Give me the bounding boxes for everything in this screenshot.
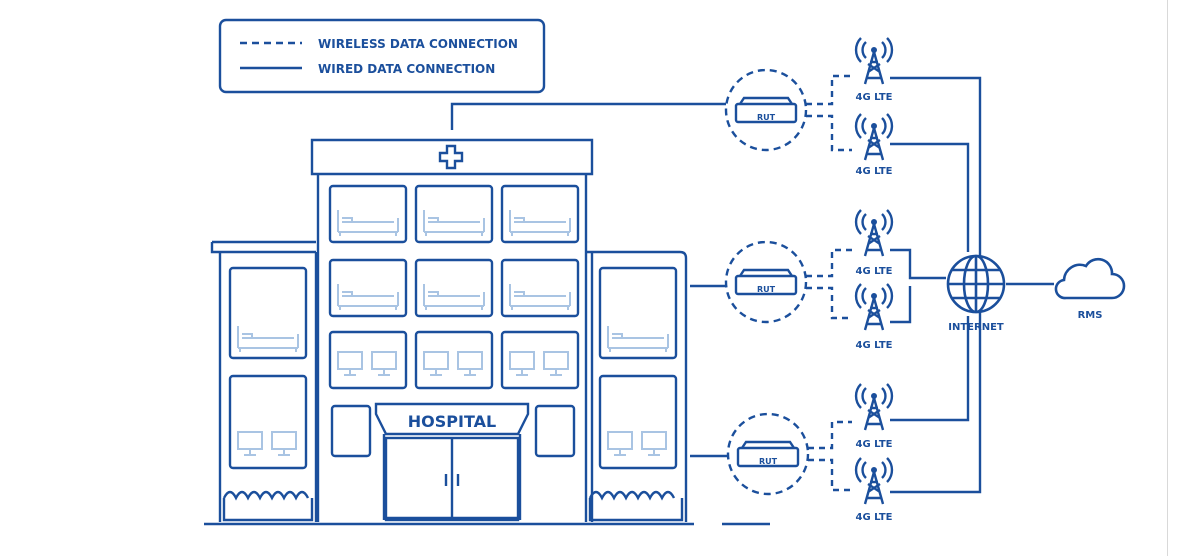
tower-label: 4G LTE: [855, 439, 892, 450]
tower-label: 4G LTE: [855, 92, 892, 103]
window: [228, 266, 308, 360]
bed-icon: [237, 325, 299, 353]
window: [328, 258, 408, 318]
right-wing: [586, 250, 688, 522]
bed-icon: [509, 209, 571, 237]
center-tower: [316, 174, 588, 522]
bushes-left: [222, 490, 314, 522]
monitor-icon: [237, 431, 263, 456]
wired-link-tower-1: [890, 76, 982, 270]
window: [500, 258, 580, 318]
hospital-building: [204, 138, 770, 526]
window: [598, 266, 678, 360]
legend-wireless-label: WIRELESS DATA CONNECTION: [318, 37, 518, 51]
window: [534, 404, 576, 458]
legend-wired-label: WIRED DATA CONNECTION: [318, 62, 495, 76]
internet-label: INTERNET: [948, 322, 1004, 333]
router-2-range: [724, 240, 808, 324]
wired-link-tower-2: [890, 142, 970, 252]
legend-box: [218, 18, 546, 94]
tower-label: 4G LTE: [855, 512, 892, 523]
bed-icon: [607, 325, 669, 353]
router-2: RUT: [724, 240, 808, 324]
window: [598, 374, 678, 470]
bed-icon: [337, 283, 399, 311]
wired-link-tower-3: [890, 248, 946, 280]
page-edge-divider: [1167, 0, 1168, 556]
tower-label: 4G LTE: [855, 166, 892, 177]
antenna-tower-icon: [854, 112, 894, 162]
window: [328, 330, 408, 390]
wireless-link-group-2: [806, 248, 852, 320]
router-3-range: [726, 412, 810, 496]
router-2-label: RUT: [757, 285, 776, 294]
router-3-label: RUT: [759, 457, 778, 466]
wireless-link-group-1: [806, 74, 852, 152]
monitor-icon: [371, 351, 397, 376]
wired-link-tower-6: [890, 304, 982, 494]
wireless-links: [806, 74, 852, 492]
antenna-tower-icon: [854, 456, 894, 506]
monitor-icon: [423, 351, 449, 376]
antenna-tower-icon: [854, 36, 894, 86]
left-wing: [210, 240, 318, 522]
bed-icon: [423, 209, 485, 237]
monitor-icon: [641, 431, 667, 456]
wireless-link-group-3: [808, 420, 852, 492]
wired-link-router-1: [450, 102, 726, 130]
antenna-tower-icon: [854, 382, 894, 432]
window: [414, 258, 494, 318]
window: [500, 330, 580, 390]
router-1-label: RUT: [757, 113, 776, 122]
cloud-node: RMS: [1054, 257, 1126, 321]
entrance-sign-board: [374, 402, 530, 436]
cloud-label: RMS: [1078, 310, 1103, 321]
internet-node: INTERNET: [946, 254, 1006, 333]
bed-icon: [509, 283, 571, 311]
wired-links-internet: [890, 76, 1054, 494]
monitor-icon: [271, 431, 297, 456]
wired-link-tower-4: [890, 286, 912, 324]
hospital-sign: HOSPITAL: [408, 412, 496, 431]
monitor-icon: [337, 351, 363, 376]
monitor-icon: [509, 351, 535, 376]
window: [414, 330, 494, 390]
window: [500, 184, 580, 244]
router-3: RUT: [726, 412, 810, 496]
towers: 4G LTE 4G LTE 4G LTE 4G LTE 4G LTE 4G LT…: [854, 36, 894, 523]
bed-icon: [337, 209, 399, 237]
antenna-tower-icon: [854, 208, 894, 258]
bushes-right: [588, 490, 684, 522]
window: [328, 184, 408, 244]
tower-label: 4G LTE: [855, 340, 892, 351]
router-1: RUT: [724, 68, 808, 152]
monitor-icon: [457, 351, 483, 376]
antenna-tower-icon: [854, 282, 894, 332]
wired-link-tower-5: [890, 316, 970, 422]
legend: WIRELESS DATA CONNECTION WIRED DATA CONN…: [218, 18, 546, 94]
bed-icon: [423, 283, 485, 311]
roof-band: [310, 138, 594, 176]
beds: [237, 209, 669, 353]
medical-cross-icon: [438, 144, 464, 170]
window: [330, 404, 372, 458]
window: [414, 184, 494, 244]
window: [228, 374, 308, 470]
cloud-icon: [1054, 257, 1126, 300]
globe-icon: [946, 254, 1006, 314]
tower-label: 4G LTE: [855, 266, 892, 277]
wired-links-hospital: [450, 102, 728, 458]
router-1-range: [724, 68, 808, 152]
monitor-icon: [607, 431, 633, 456]
monitor-icon: [543, 351, 569, 376]
